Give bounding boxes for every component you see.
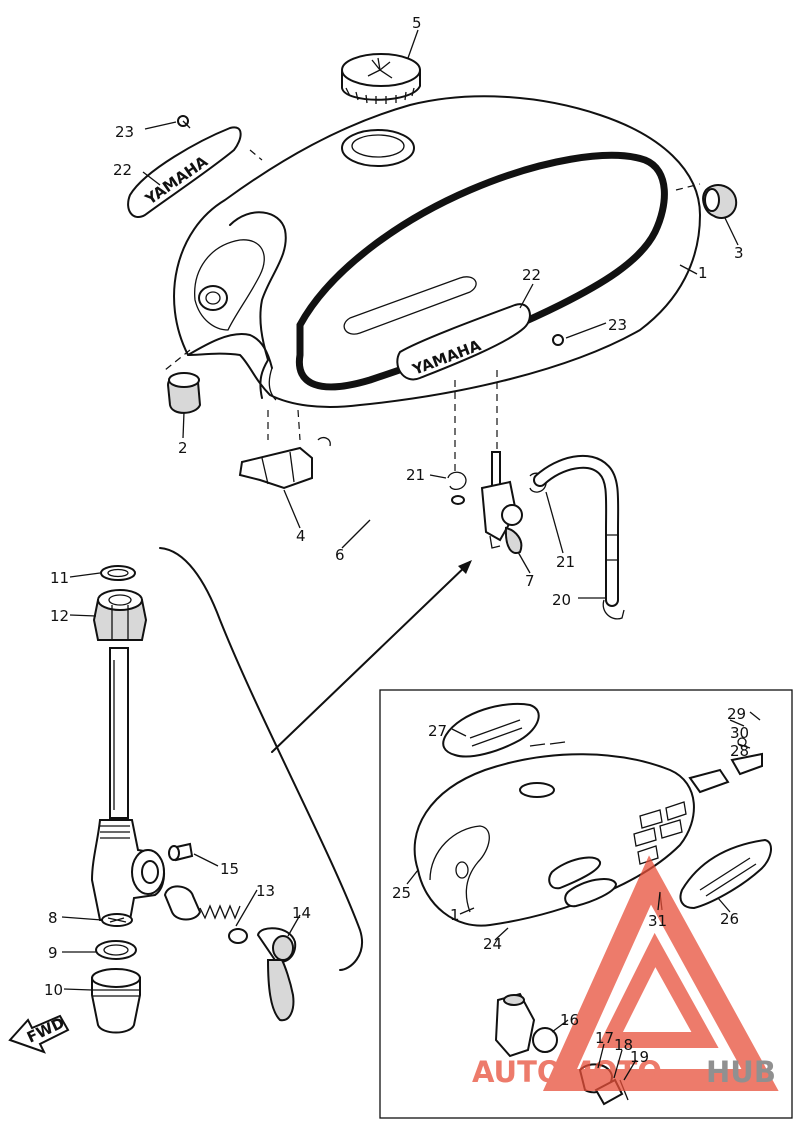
watermark-text-moto: MOTO (564, 1055, 662, 1089)
callout-12: 12 (50, 607, 69, 625)
grommet-rear (164, 349, 202, 414)
callout-22: 22 (113, 161, 132, 179)
callout-18: 18 (614, 1036, 633, 1054)
watermark-text-auto: AUTO (472, 1055, 562, 1089)
breather-pipe (317, 436, 465, 549)
callout-17: 17 (595, 1029, 614, 1047)
callout-14: 14 (292, 904, 311, 922)
fuel-tank (173, 95, 701, 408)
fuel-cock (480, 451, 523, 554)
callout-24: 24 (483, 935, 502, 953)
callout-10: 10 (44, 981, 63, 999)
callout-20: 20 (552, 591, 571, 609)
inset-tank-variant (379, 689, 793, 1119)
callout-21: 21 (556, 553, 575, 571)
grommet-front (675, 183, 738, 219)
callout-23: 23 (608, 316, 627, 334)
callout-8: 8 (48, 909, 58, 927)
tank-stripe (295, 151, 668, 391)
callout-29: 29 (727, 705, 746, 723)
callout-4: 4 (296, 527, 306, 545)
callout-28: 28 (730, 742, 749, 760)
callout-15: 15 (220, 860, 239, 878)
callout-13: 13 (256, 882, 275, 900)
callout-5: 5 (412, 14, 422, 32)
callout-19: 19 (630, 1048, 649, 1066)
fuel-cap (341, 53, 421, 104)
tank-damper (238, 409, 313, 490)
watermark-logo: AUTO MOTO HUB (472, 855, 779, 1091)
callout-11: 11 (50, 569, 69, 587)
callout-7: 7 (525, 572, 535, 590)
callout-30: 30 (730, 724, 749, 742)
fuel-pipe (533, 454, 625, 620)
callout-31: 31 (648, 912, 667, 930)
callout-2: 2 (178, 439, 188, 457)
callout-9: 9 (48, 944, 58, 962)
callout-26: 26 (720, 910, 739, 928)
callout-3: 3 (734, 244, 744, 262)
fuel-cock-exploded: FWD (8, 547, 472, 1054)
mount-line-c (249, 149, 263, 161)
fwd-arrow: FWD (8, 1014, 70, 1054)
callout-27: 27 (428, 722, 447, 740)
callout-1: 1 (698, 264, 708, 282)
callout-23: 23 (115, 123, 134, 141)
callout-16: 16 (560, 1011, 579, 1029)
callout-labels: 5 23 22 3 1 22 23 2 4 6 21 21 7 20 11 12… (44, 14, 749, 1066)
leader-lines (61, 29, 761, 1081)
watermark-text-hub: HUB (706, 1055, 776, 1089)
callout-22: 22 (522, 266, 541, 284)
callout-1: 1 (450, 906, 460, 924)
callout-25: 25 (392, 884, 411, 902)
callout-6: 6 (335, 546, 345, 564)
callout-21: 21 (406, 466, 425, 484)
